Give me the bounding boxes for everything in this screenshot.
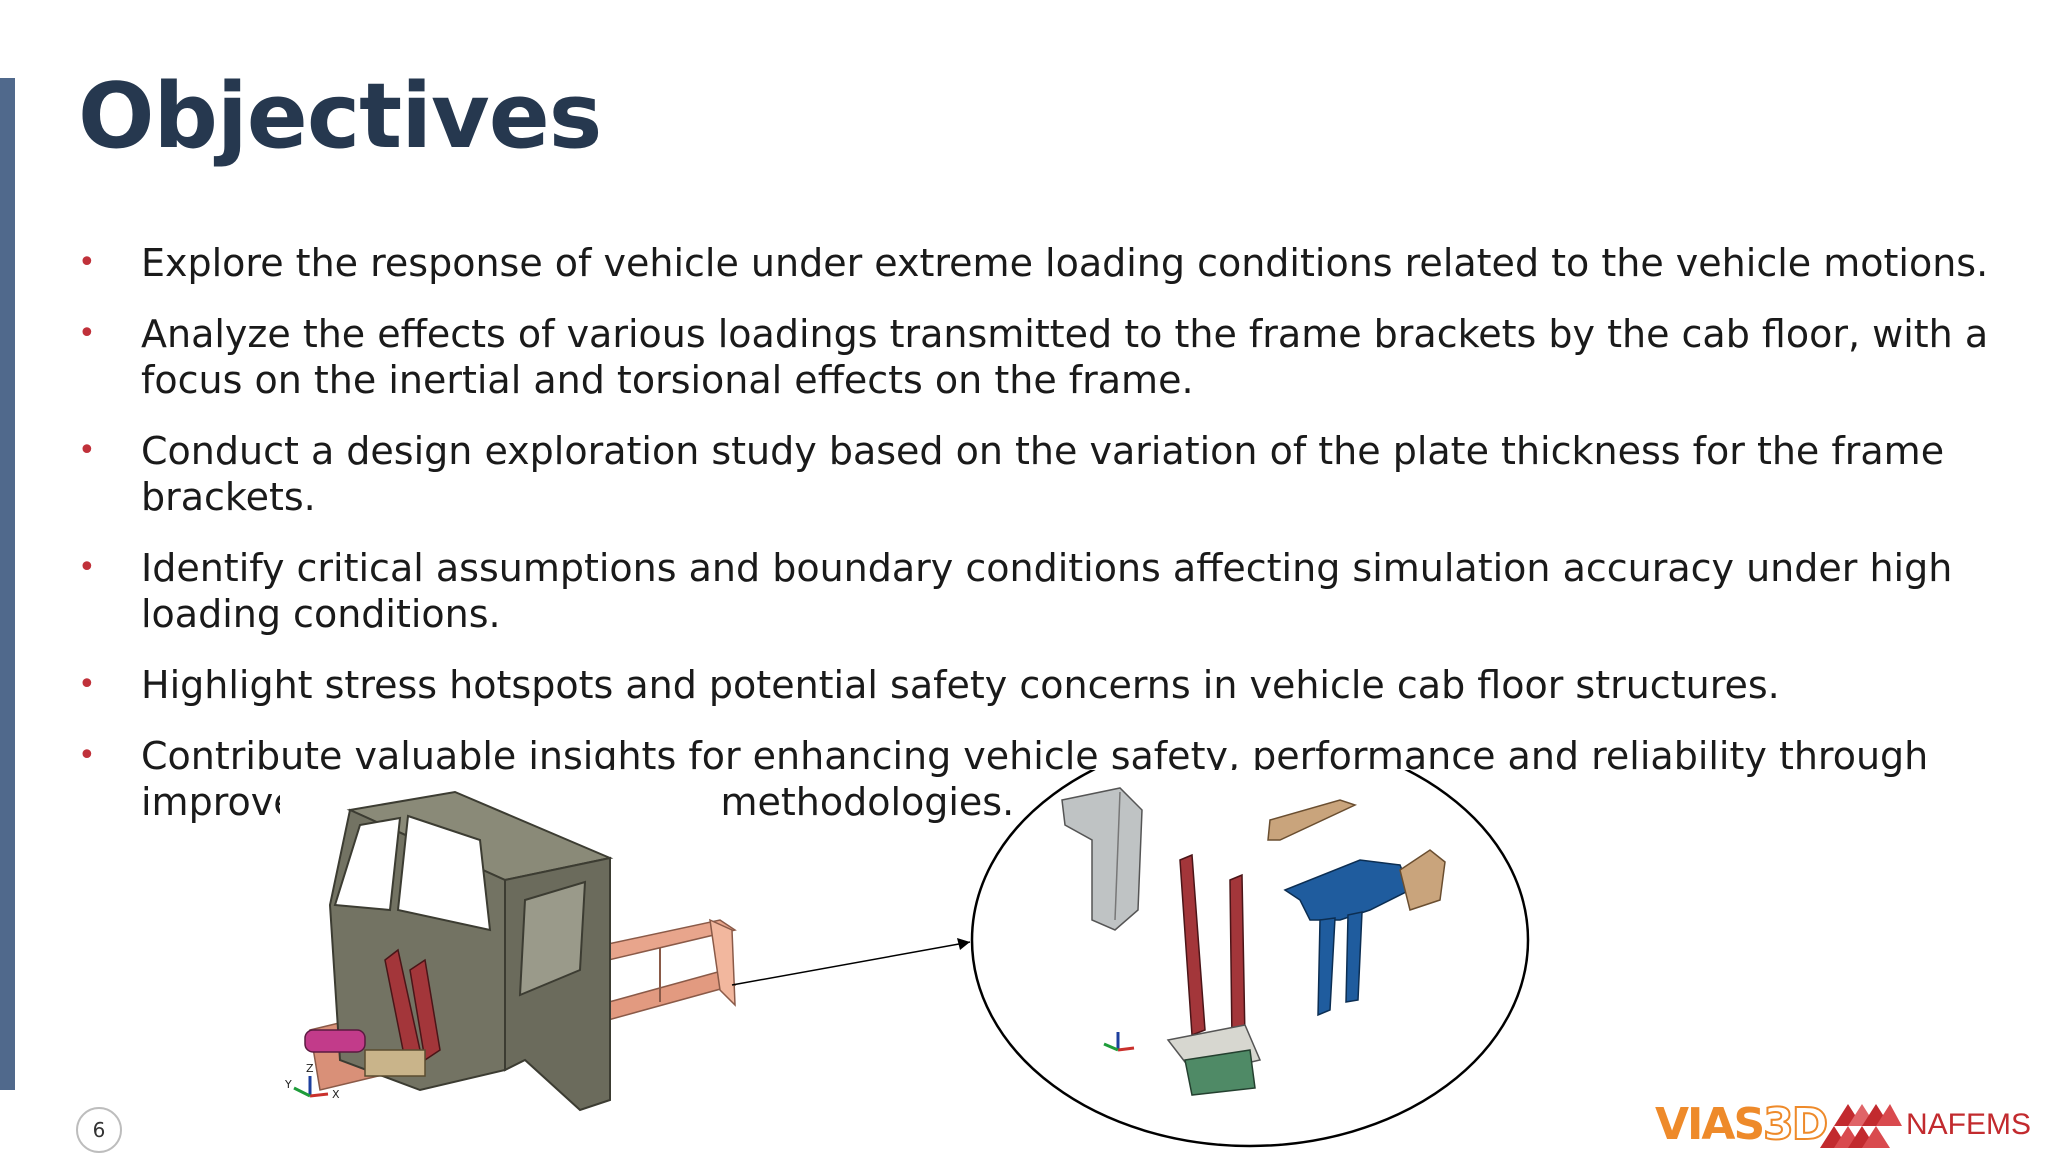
axis-label-y: Y	[284, 1078, 292, 1091]
axis-label-z: Z	[306, 1062, 314, 1075]
accent-bar	[0, 78, 15, 1090]
axis-label-x: X	[332, 1088, 340, 1101]
detail-brackets	[1061, 787, 1446, 1096]
bullet-item: • Analyze the effects of various loadings…	[78, 311, 2018, 403]
bullet-item: • Highlight stress hotspots and potential…	[78, 662, 2018, 708]
page-number: 6	[76, 1107, 122, 1153]
bullet-text: Analyze the effects of various loadings …	[141, 312, 1989, 402]
vehicle-cab-figure: Z Y X	[280, 770, 1530, 1148]
bullet-dot-icon: •	[78, 316, 96, 351]
axis-triad-left: Z Y X	[284, 1062, 340, 1101]
bullet-dot-icon: •	[78, 433, 96, 468]
nafems-logo-text: NAFEMS	[1906, 1108, 2032, 1141]
slide-title: Objectives	[78, 64, 602, 169]
bullet-dot-icon: •	[78, 738, 96, 773]
nafems-logo: NAFEMS	[1820, 1100, 2031, 1150]
bullet-dot-icon: •	[78, 550, 96, 585]
vias-logo-3d: 3D	[1762, 1098, 1829, 1151]
bullet-text: Explore the response of vehicle under ex…	[141, 241, 1989, 285]
cab-body	[304, 790, 614, 1112]
bullet-text: Conduct a design exploration study based…	[141, 429, 1945, 519]
arrow-head-icon	[957, 938, 970, 950]
bullet-text: Highlight stress hotspots and potential …	[141, 663, 1780, 707]
bullet-dot-icon: •	[78, 245, 96, 280]
bullet-dot-icon: •	[78, 667, 96, 702]
bullet-text: Identify critical assumptions and bounda…	[141, 546, 1953, 636]
callout-arrow	[731, 941, 971, 986]
bullet-item: • Identify critical assumptions and bound…	[78, 545, 2018, 637]
bullet-item: • Conduct a design exploration study base…	[78, 428, 2018, 520]
bullet-item: • Explore the response of vehicle under e…	[78, 240, 2018, 286]
detail-ellipse	[970, 770, 1530, 1148]
objectives-list: • Explore the response of vehicle under e…	[78, 240, 2018, 850]
nafems-triangles-icon	[1820, 1104, 1902, 1148]
vias-logo-text: VIAS	[1655, 1098, 1765, 1150]
axis-triad-right	[1103, 1032, 1135, 1052]
